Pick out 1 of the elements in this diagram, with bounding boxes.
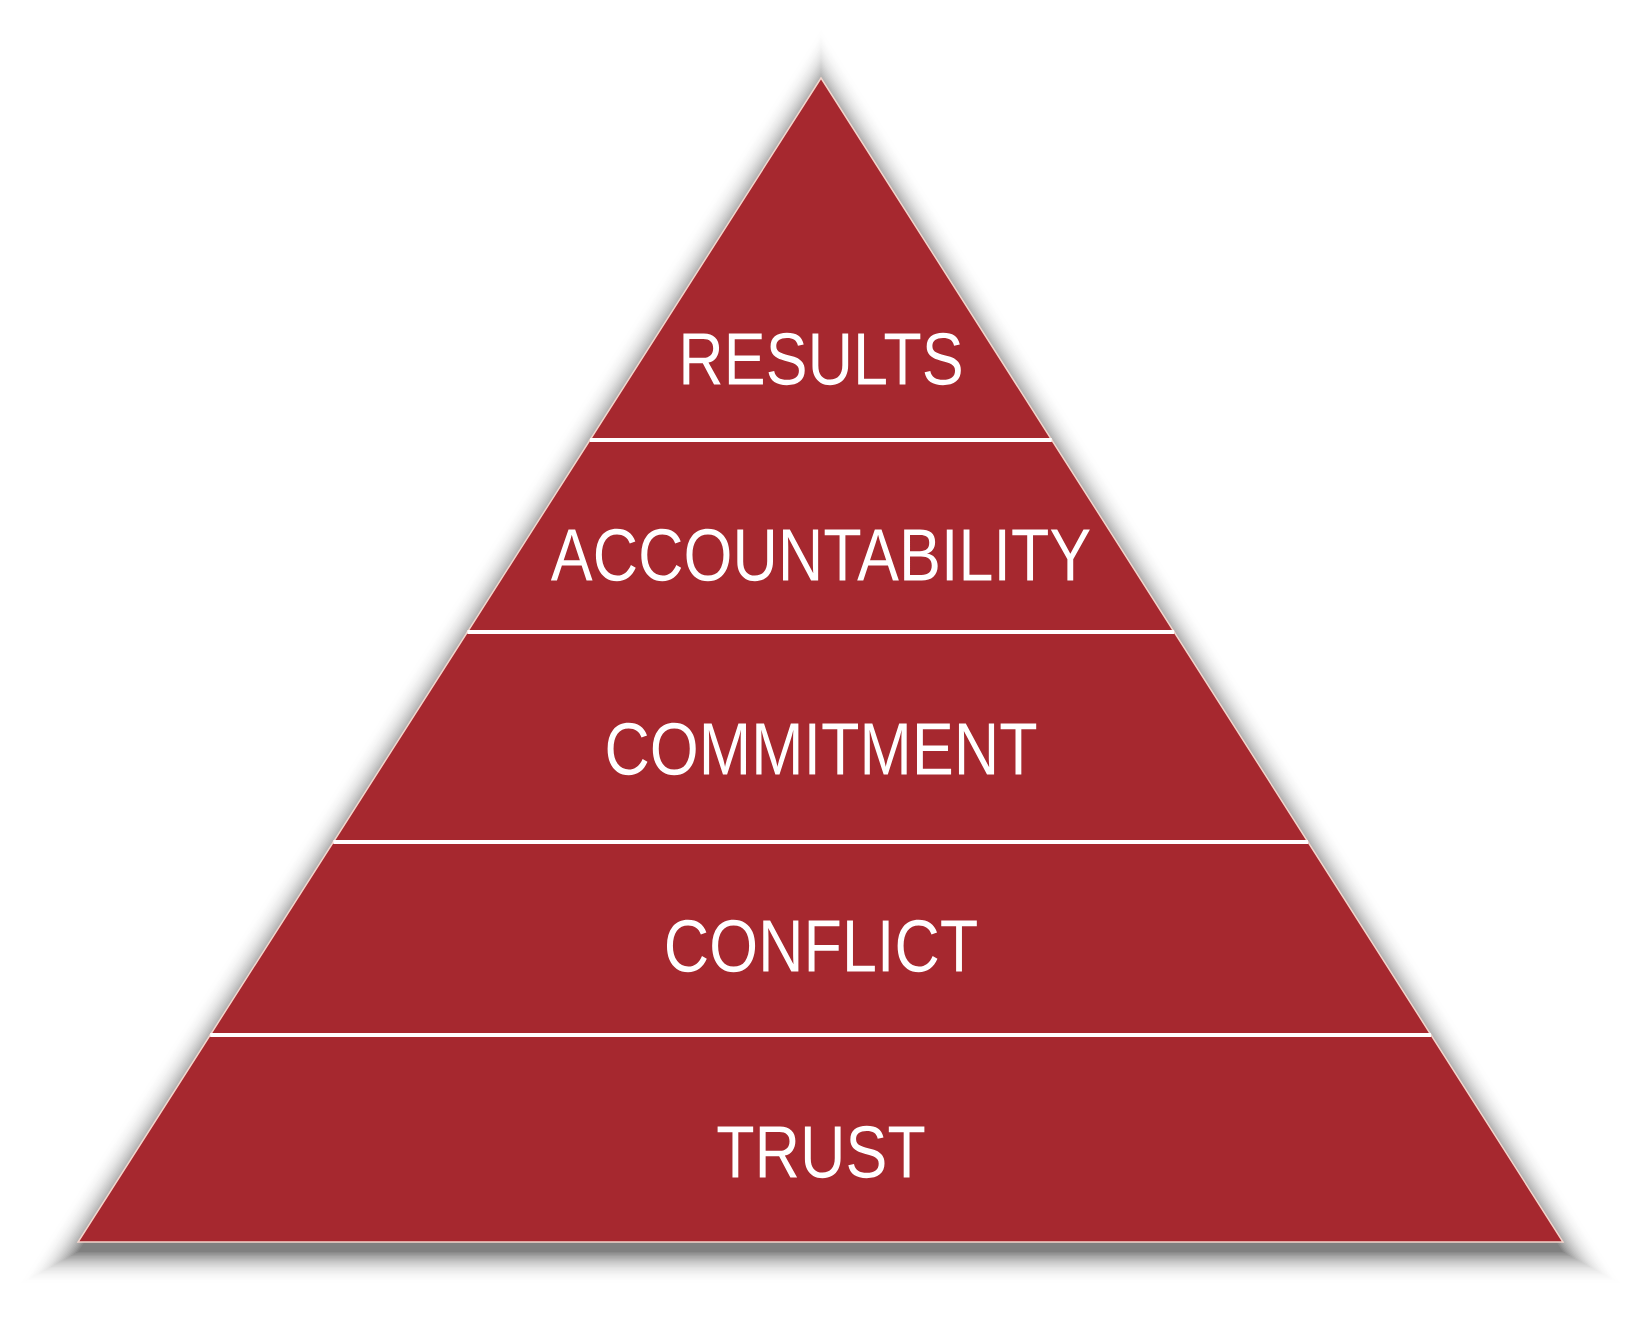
pyramid-level: ACCOUNTABILITY bbox=[466, 439, 1176, 633]
